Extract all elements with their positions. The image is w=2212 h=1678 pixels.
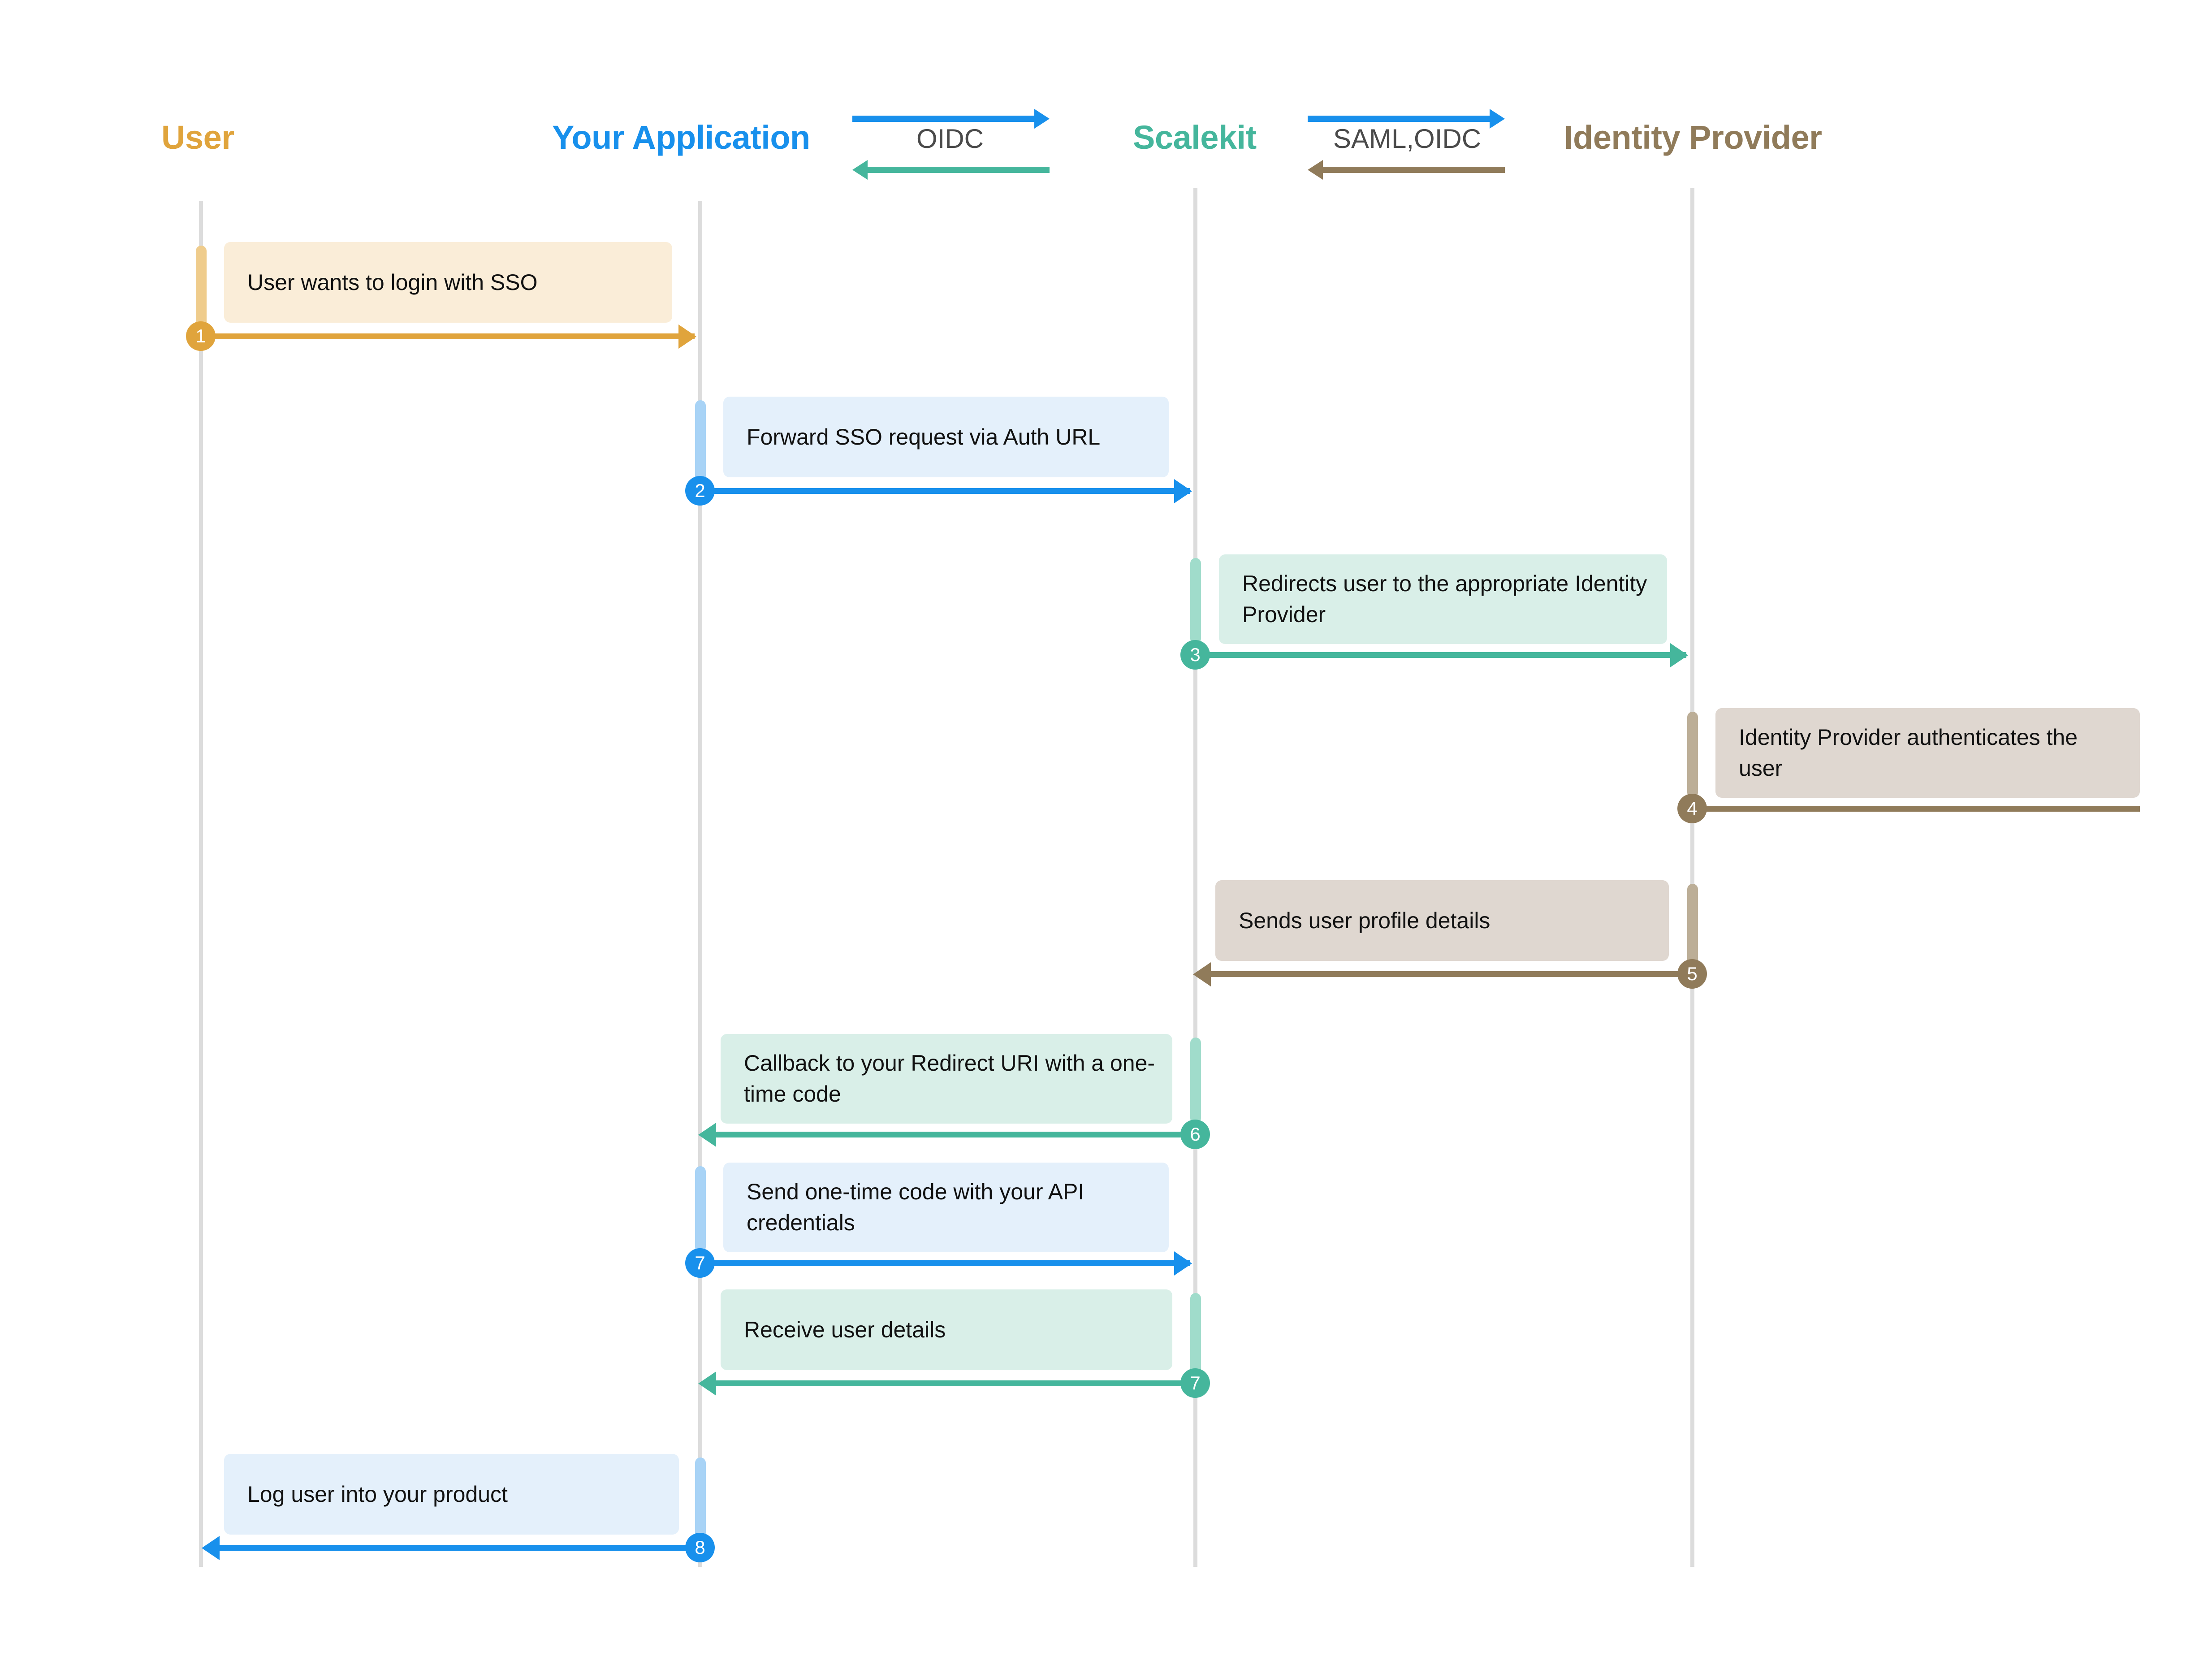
participant-label-your-application: Your Application xyxy=(552,119,810,156)
activation-bar-step-7a xyxy=(695,1166,706,1252)
message-box-step-4: Identity Provider authenticates the user xyxy=(1715,708,2140,798)
lifeline-your-application xyxy=(698,201,702,1567)
activation-bar-step-6 xyxy=(1190,1038,1201,1124)
protocol-arrow-oidc-top xyxy=(852,109,1050,129)
message-box-step-8: Log user into your product xyxy=(224,1454,679,1535)
activation-bar-step-2 xyxy=(695,400,706,486)
message-arrow-step-3 xyxy=(1197,652,1686,658)
step-badge-6: 6 xyxy=(1180,1120,1210,1149)
message-arrow-step-2 xyxy=(702,488,1190,494)
message-arrowhead-step-7b xyxy=(698,1371,716,1396)
message-text-step-6: Callback to your Redirect URI with a one… xyxy=(744,1051,1155,1107)
message-box-step-7a: Send one-time code with your API credent… xyxy=(723,1163,1169,1252)
activation-bar-step-4 xyxy=(1687,712,1698,798)
message-arrow-step-6 xyxy=(716,1132,1197,1137)
message-arrowhead-step-7a xyxy=(1174,1251,1192,1276)
activation-bar-step-1 xyxy=(196,246,207,332)
message-arrowhead-step-5 xyxy=(1193,962,1211,986)
message-arrowhead-step-6 xyxy=(698,1123,716,1147)
message-arrowhead-step-3 xyxy=(1670,643,1688,667)
message-box-step-5: Sends user profile details xyxy=(1215,880,1669,961)
protocol-label-oidc: OIDC xyxy=(916,124,984,154)
message-arrowhead-step-8 xyxy=(202,1536,220,1560)
message-arrow-step-7b xyxy=(716,1380,1197,1386)
participant-label-identity-provider: Identity Provider xyxy=(1564,119,1822,156)
message-box-step-1: User wants to login with SSO xyxy=(224,242,672,323)
activation-bar-step-8 xyxy=(695,1457,706,1544)
message-box-step-6: Callback to your Redirect URI with a one… xyxy=(721,1034,1172,1124)
lifeline-scalekit xyxy=(1193,188,1197,1567)
activation-bar-step-3 xyxy=(1190,558,1201,644)
protocol-arrow-saml-oidc-top xyxy=(1308,109,1505,129)
step-badge-5: 5 xyxy=(1677,959,1707,989)
message-arrowhead-step-2 xyxy=(1174,479,1192,503)
message-text-step-8: Log user into your product xyxy=(247,1481,508,1507)
step-badge-2: 2 xyxy=(685,476,715,506)
message-arrow-step-5 xyxy=(1211,971,1694,977)
participant-label-scalekit: Scalekit xyxy=(1133,119,1257,156)
protocol-arrow-saml-oidc-bottom xyxy=(1308,160,1505,180)
message-text-step-4: Identity Provider authenticates the user xyxy=(1739,725,2078,781)
step-badge-7a: 7 xyxy=(685,1248,715,1278)
message-text-step-7b: Receive user details xyxy=(744,1317,946,1342)
message-text-step-5: Sends user profile details xyxy=(1239,908,1491,933)
step-badge-1: 1 xyxy=(186,321,216,351)
step-badge-8: 8 xyxy=(685,1533,715,1562)
activation-bar-step-7b xyxy=(1190,1293,1201,1379)
message-arrow-step-1 xyxy=(203,333,695,339)
message-box-step-7b: Receive user details xyxy=(721,1289,1172,1370)
message-box-step-2: Forward SSO request via Auth URL xyxy=(723,397,1169,477)
participant-label-user: User xyxy=(161,119,234,156)
message-box-step-3: Redirects user to the appropriate Identi… xyxy=(1219,554,1667,644)
message-text-step-2: Forward SSO request via Auth URL xyxy=(747,424,1101,450)
message-text-step-3: Redirects user to the appropriate Identi… xyxy=(1242,571,1647,627)
step-badge-4: 4 xyxy=(1677,794,1707,823)
step-badge-7b: 7 xyxy=(1180,1368,1210,1398)
protocol-label-saml-oidc: SAML,OIDC xyxy=(1333,124,1482,154)
lifeline-identity-provider xyxy=(1690,188,1694,1567)
message-arrowhead-step-1 xyxy=(678,324,696,349)
lifeline-user xyxy=(199,201,203,1567)
step-badge-3: 3 xyxy=(1180,640,1210,670)
message-arrow-step-8 xyxy=(220,1545,702,1551)
protocol-arrow-oidc-bottom xyxy=(852,160,1050,180)
message-arrow-step-4 xyxy=(1694,806,2140,812)
message-text-step-1: User wants to login with SSO xyxy=(247,269,538,295)
message-arrow-step-7a xyxy=(702,1260,1190,1266)
activation-bar-step-5 xyxy=(1687,884,1698,970)
message-text-step-7a: Send one-time code with your API credent… xyxy=(747,1179,1084,1235)
